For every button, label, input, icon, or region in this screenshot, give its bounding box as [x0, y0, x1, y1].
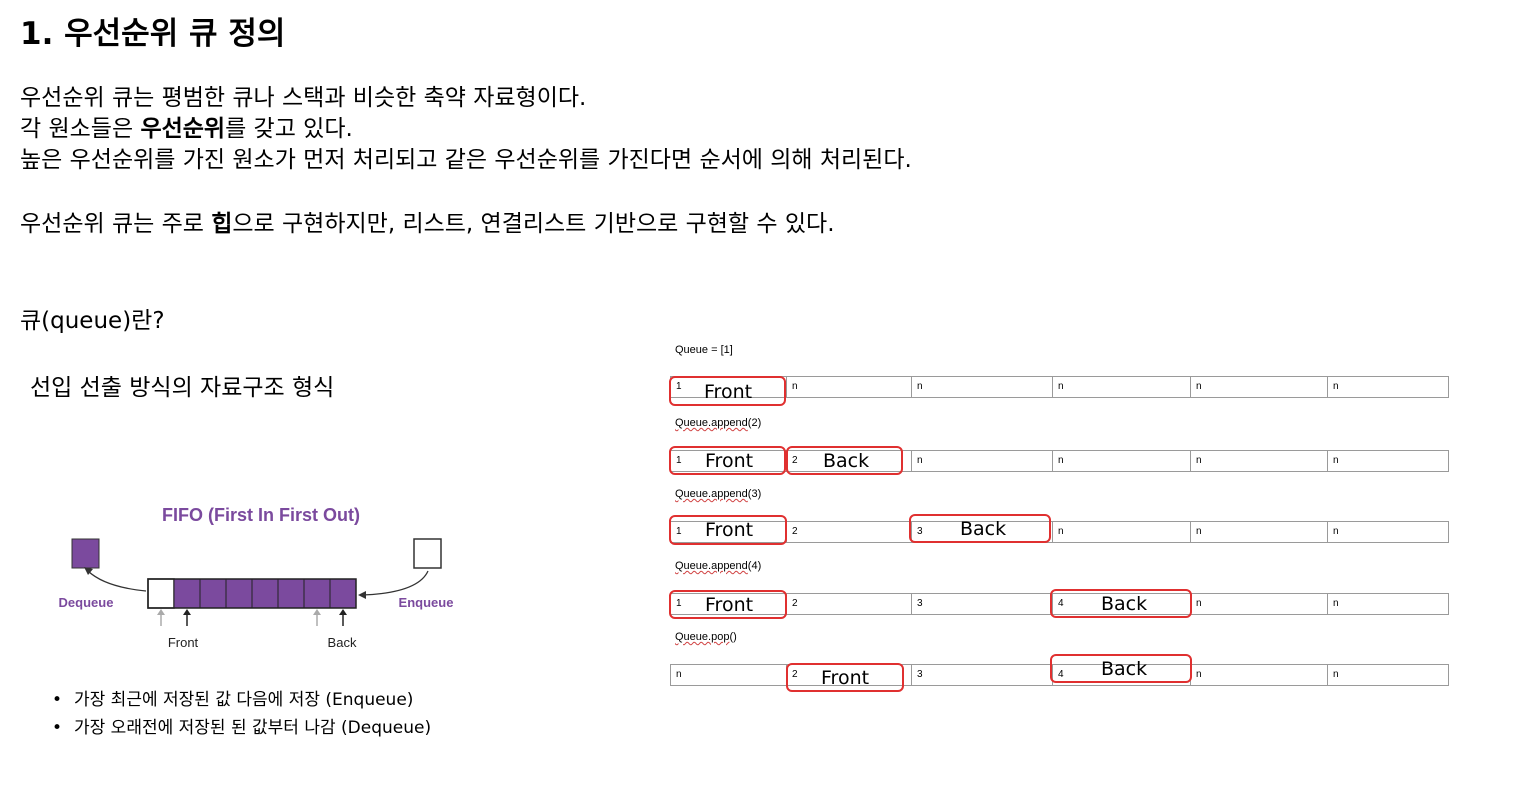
queue-cell: n: [786, 376, 912, 398]
back-marker: [786, 446, 903, 475]
queue-cell: n: [1190, 593, 1328, 615]
back-marker: [909, 514, 1051, 543]
queue-cell: n: [1052, 450, 1191, 472]
queue-cell: n: [1190, 664, 1328, 686]
op-label-3: Queue.append(4): [675, 560, 762, 572]
queue-cell: n: [1190, 521, 1328, 543]
queue-cell: 2: [786, 593, 912, 615]
queue-cell: 2: [786, 521, 912, 543]
queue-cell: n: [670, 664, 787, 686]
back-label: Back: [328, 635, 357, 650]
queue-subtitle: 선입 선출 방식의 자료구조 형식: [30, 375, 335, 401]
queue-question: 큐(queue)란?: [20, 308, 165, 334]
front-marker-label: Front: [821, 667, 870, 689]
fifo-bullets: •가장 최근에 저장된 값 다음에 저장 (Enqueue) •가장 오래전에 …: [52, 686, 431, 742]
front-label: Front: [168, 635, 199, 650]
queue-cell: n: [1327, 376, 1449, 398]
queue-cell: n: [1327, 450, 1449, 472]
dequeued-block: [71, 538, 100, 569]
op-label-1: Queue.append(2): [675, 417, 762, 429]
enqueue-arrow: [361, 570, 429, 596]
queue-cell: n: [1052, 376, 1191, 398]
page-title: 1. 우선순위 큐 정의: [20, 16, 286, 52]
back-marker: [1050, 589, 1192, 618]
queue-cell: 3: [911, 593, 1053, 615]
back-marker-label: Back: [823, 450, 870, 472]
front-marker: [786, 663, 904, 692]
queue-cell: 3: [911, 664, 1053, 686]
queue-cell: n: [1190, 450, 1328, 472]
op-label-0: Queue = [1]: [675, 344, 733, 356]
queue-cell: n: [911, 450, 1053, 472]
queue-cell: n: [911, 376, 1053, 398]
enqueue-label: Enqueue: [399, 595, 454, 610]
op-label-4: Queue.pop(): [675, 631, 737, 643]
queue-cell: n: [1327, 593, 1449, 615]
front-marker: [669, 376, 786, 406]
intro-line-2: 각 원소들은 우선순위를 갖고 있다.: [20, 116, 353, 142]
front-marker-label: Front: [705, 450, 754, 472]
dequeue-arrow: [87, 570, 147, 592]
enqueue-block: [413, 538, 442, 569]
fifo-title: FIFO (First In First Out): [162, 505, 360, 525]
fifo-diagram: FIFO (First In First Out) Dequeue Enqueu…: [59, 505, 454, 650]
queue-filled-slots: [173, 578, 357, 609]
queue-cell: n: [1327, 521, 1449, 543]
queue-empty-slot: [147, 578, 175, 609]
front-marker-label: Front: [704, 381, 753, 403]
op-label-2: Queue.append(3): [675, 488, 762, 500]
queue-cell: n: [1190, 376, 1328, 398]
back-marker-label: Back: [1101, 593, 1148, 615]
intro-line-4: 우선순위 큐는 주로 힙으로 구현하지만, 리스트, 연결리스트 기반으로 구현…: [20, 211, 835, 237]
intro-line-3: 높은 우선순위를 가진 원소가 먼저 처리되고 같은 우선순위를 가진다면 순서…: [20, 147, 912, 173]
back-marker: [1050, 654, 1192, 683]
bullet-item: •가장 오래전에 저장된 된 값부터 나감 (Dequeue): [52, 718, 432, 738]
back-marker-label: Back: [960, 518, 1007, 540]
front-marker: [669, 515, 787, 545]
intro-line-1: 우선순위 큐는 평범한 큐나 스택과 비슷한 축약 자료형이다.: [20, 85, 587, 111]
front-marker-label: Front: [705, 519, 754, 541]
queue-cell: n: [1052, 521, 1191, 543]
front-marker: [669, 590, 787, 619]
bullet-item: •가장 최근에 저장된 값 다음에 저장 (Enqueue): [52, 690, 414, 710]
back-marker-label: Back: [1101, 658, 1148, 680]
queue-cell: n: [1327, 664, 1449, 686]
dequeue-label: Dequeue: [59, 595, 114, 610]
front-marker: [669, 446, 786, 475]
front-marker-label: Front: [705, 594, 754, 616]
